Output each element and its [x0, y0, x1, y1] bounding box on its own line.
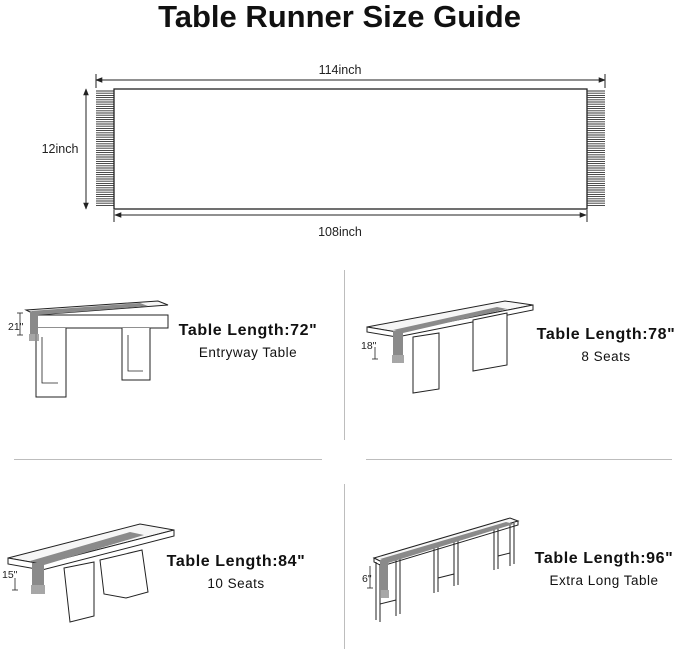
- table-length-label: Table Length:78": [536, 326, 676, 343]
- table-description: 8 Seats: [581, 349, 631, 364]
- table-description: 10 Seats: [207, 576, 265, 591]
- table-description: Extra Long Table: [549, 573, 659, 588]
- runner-body: [113, 88, 588, 210]
- table-illustration-entryway: 21": [8, 300, 169, 398]
- table-illustration-extra-long: 6": [362, 517, 520, 622]
- runner-total-length-label: 114inch: [319, 63, 362, 77]
- table-illustration-ten-seats: 15": [2, 523, 175, 623]
- horizontal-divider-right: [366, 459, 672, 460]
- table-description: Entryway Table: [198, 345, 298, 360]
- runner-right-fringe: [587, 90, 605, 206]
- table-illustration-eight-seats: 18": [361, 300, 534, 394]
- table-length-label: Table Length:96": [534, 550, 674, 567]
- table-card-ten-seats: Table Length:84" 10 Seats: [160, 553, 312, 591]
- vertical-divider-bottom: [344, 484, 345, 649]
- runner-body-length-label: 108inch: [318, 225, 362, 239]
- table-length-label: Table Length:72": [178, 322, 318, 339]
- runner-width-label: 12inch: [42, 142, 79, 156]
- table-card-extra-long: Table Length:96" Extra Long Table: [528, 550, 679, 588]
- table-card-eight-seats: Table Length:78" 8 Seats: [528, 326, 679, 364]
- horizontal-divider-left: [14, 459, 322, 460]
- runner-left-fringe: [96, 90, 114, 206]
- page-title: Table Runner Size Guide: [158, 0, 521, 34]
- table-card-entryway: Table Length:72" Entryway Table: [168, 322, 328, 360]
- drop-label-entryway: 21": [8, 321, 24, 333]
- runner-diagram: 114inch 12inch 108inch: [42, 63, 606, 239]
- drop-label-ten-seats: 15": [2, 569, 18, 581]
- vertical-divider-top: [344, 270, 345, 440]
- table-length-label: Table Length:84": [166, 553, 306, 570]
- drop-label-extra-long: 6": [362, 573, 372, 585]
- drop-label-eight-seats: 18": [361, 340, 377, 352]
